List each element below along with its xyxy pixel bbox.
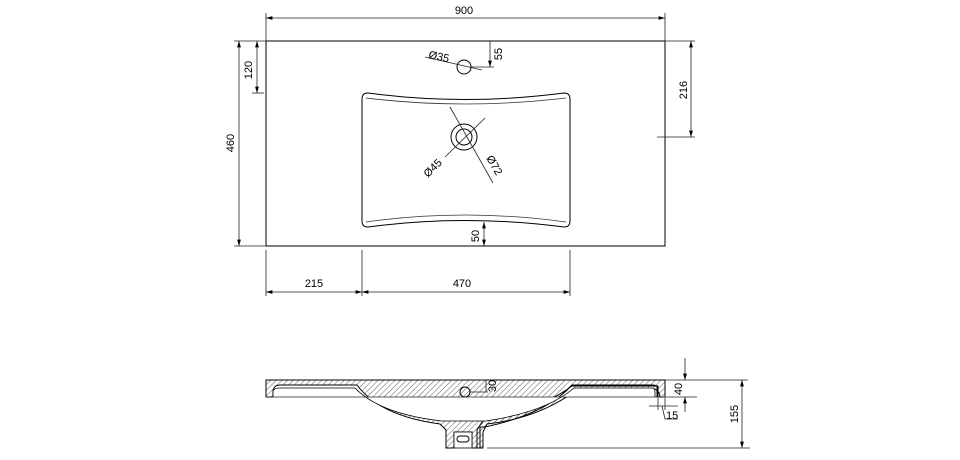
drain-offset-label: 216 <box>678 81 690 99</box>
width-label: 900 <box>455 5 473 17</box>
tap-dia-leader <box>424 56 483 71</box>
overflow-height-label: 30 <box>487 380 499 392</box>
basin-rim-top <box>365 97 567 105</box>
drain-inner-leader <box>444 117 486 158</box>
top-view: Ø35 Ø45 Ø72 900 460 120 216 55 50 215 47… <box>225 5 695 296</box>
tap-offset-label: 120 <box>243 61 255 79</box>
depth-label: 460 <box>225 134 237 152</box>
drain-outer-leader <box>449 106 494 184</box>
overflow-slot <box>456 435 470 443</box>
basin-width-label: 470 <box>453 278 471 290</box>
drain-inner <box>455 128 473 146</box>
edge-thickness-label: 15 <box>666 410 678 422</box>
side-view: 30 40 15 155 <box>265 358 750 449</box>
left-rim-label: 215 <box>305 278 323 290</box>
total-height-label: 155 <box>729 405 741 423</box>
countertop-outline <box>265 40 666 247</box>
basin-outline <box>361 92 571 228</box>
front-rim-label: 50 <box>470 230 482 242</box>
drain-outer-dia-label: Ø72 <box>483 154 504 178</box>
drain-inner-dia-label: Ø45 <box>422 157 445 180</box>
top-thickness-label: 40 <box>673 383 685 395</box>
drain-outer <box>450 123 478 151</box>
tap-hole-dia-label: Ø35 <box>427 49 450 65</box>
tap-edge-label: 55 <box>493 48 505 60</box>
basin-rim-bottom <box>365 214 567 223</box>
